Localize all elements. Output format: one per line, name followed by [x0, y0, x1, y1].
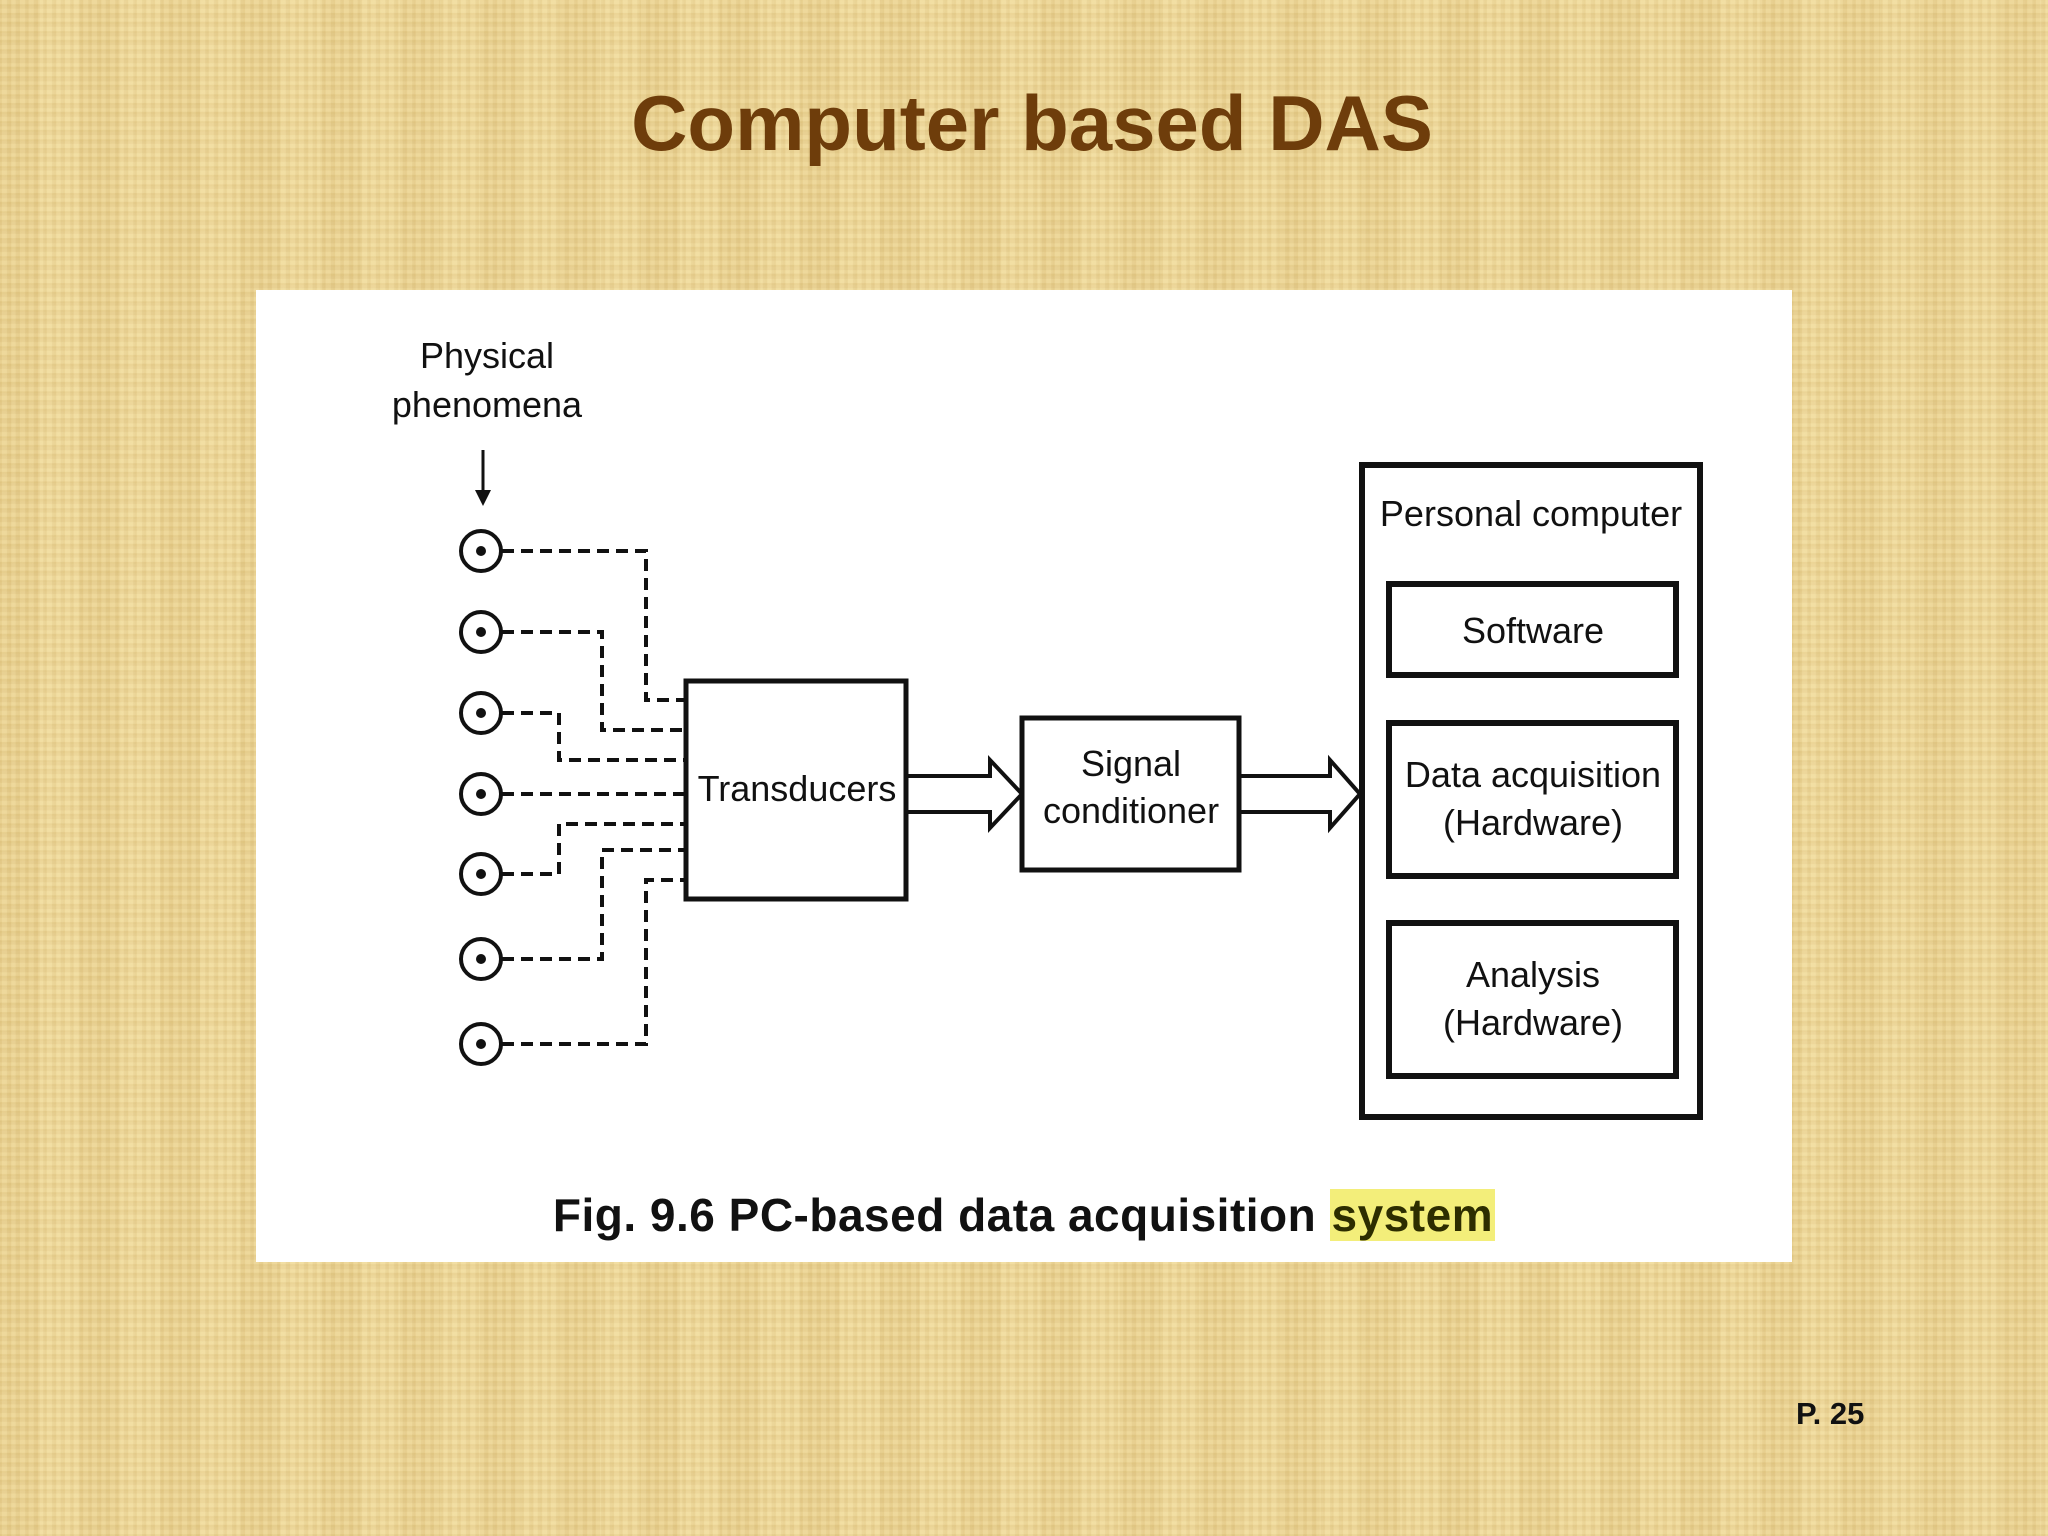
sensor-4 — [459, 772, 503, 816]
transducers-block — [683, 678, 909, 902]
sensor-5 — [459, 852, 503, 896]
data-acquisition-label-line2: (Hardware) — [1443, 802, 1623, 843]
page-number: P. 25 — [1796, 1396, 1865, 1431]
personal-computer-label: Personal computer — [1380, 493, 1682, 534]
sensor-2 — [459, 610, 503, 654]
transducers-label: Transducers — [698, 768, 897, 809]
physical-phenomena-label-line2: phenomena — [392, 384, 583, 425]
sensor-1 — [459, 529, 503, 573]
slide-title: Computer based DAS — [631, 79, 1433, 167]
sensor-3 — [459, 691, 503, 735]
sensor-7 — [459, 1022, 503, 1066]
signal-conditioner-block — [1019, 715, 1242, 873]
analysis-block — [1386, 920, 1679, 1079]
connection-2 — [502, 630, 684, 732]
data-acquisition-label-line1: Data acquisition — [1405, 754, 1661, 795]
arrow-transducers-to-signal — [906, 754, 1025, 834]
figure-panel: Physical phenomena Transducers — [256, 290, 1792, 1262]
connection-6 — [502, 848, 684, 961]
figure-caption: Fig. 9.6 PC-based data acquisition syste… — [256, 1188, 1792, 1242]
analysis-label-line1: Analysis — [1466, 954, 1600, 995]
sensor-6 — [459, 937, 503, 981]
connection-1 — [502, 549, 684, 702]
signal-conditioner-label-line2: conditioner — [1043, 790, 1219, 831]
analysis-label-line2: (Hardware) — [1443, 1002, 1623, 1043]
connection-5 — [502, 822, 684, 876]
software-label: Software — [1462, 610, 1604, 651]
connection-7 — [502, 878, 684, 1046]
phenomena-arrow-head — [475, 490, 491, 506]
sensor-connections — [502, 549, 684, 1046]
arrow-signal-to-pc — [1239, 754, 1363, 834]
connection-3 — [502, 711, 684, 762]
software-block — [1386, 581, 1679, 678]
das-block-diagram: Physical phenomena Transducers — [392, 335, 1703, 1120]
physical-phenomena-label-line1: Physical — [420, 335, 554, 376]
figure-caption-highlight: system — [1329, 1189, 1496, 1241]
data-acquisition-block — [1386, 720, 1679, 879]
signal-conditioner-label-line1: Signal — [1081, 743, 1181, 784]
figure-caption-text: Fig. 9.6 PC-based data acquisition — [552, 1189, 1330, 1241]
sensor-group — [459, 529, 503, 1066]
